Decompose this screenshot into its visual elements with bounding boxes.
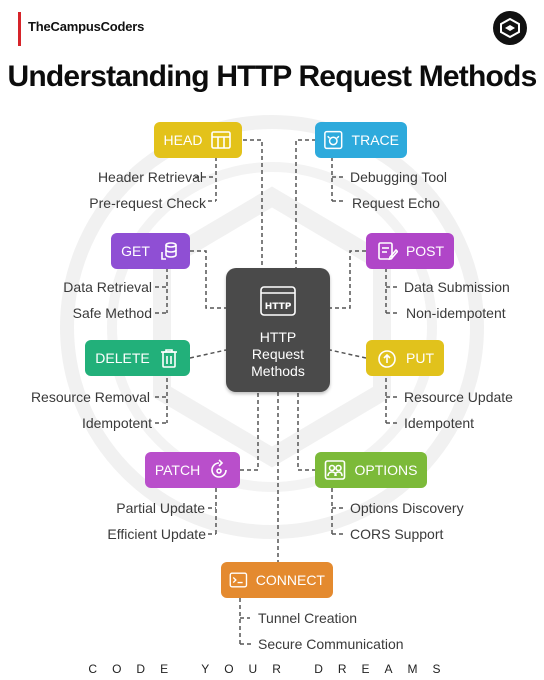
watermark-logo: [60, 115, 484, 539]
method-connect[interactable]: CONNECT: [221, 562, 333, 598]
brand-name: TheCampusCoders: [28, 19, 145, 34]
delete-item-1: Resource Removal: [30, 389, 150, 405]
bug-icon: [324, 130, 343, 150]
trash-icon: [160, 349, 177, 368]
refresh-icon: [211, 459, 227, 478]
put-item-2: Idempotent: [404, 415, 475, 431]
method-put-label: PUT: [406, 350, 434, 366]
brand-accent-bar: [18, 12, 21, 46]
brand-logo-icon: [493, 11, 527, 45]
method-get[interactable]: GET: [111, 233, 190, 269]
post-item-1: Data Submission: [404, 279, 510, 295]
hub-label: HTTP Request Methods: [251, 329, 305, 379]
trace-item-1: Debugging Tool: [350, 169, 448, 185]
get-item-2: Safe Method: [72, 305, 152, 321]
page-title: Understanding HTTP Request Methods: [7, 60, 538, 93]
users-icon: [325, 460, 346, 480]
method-get-label: GET: [121, 243, 150, 259]
method-post-label: POST: [405, 243, 445, 259]
method-delete[interactable]: DELETE: [85, 340, 190, 376]
delete-item-2: Idempotent: [81, 415, 152, 431]
trace-item-2: Request Echo: [352, 195, 440, 211]
connect-item-2: Secure Communication: [258, 636, 404, 652]
patch-item-2: Efficient Update: [107, 526, 206, 542]
method-trace[interactable]: TRACE: [315, 122, 407, 158]
method-options-label: OPTIONS: [354, 462, 418, 478]
clipboard-edit-icon: [378, 242, 398, 261]
method-post[interactable]: POST: [366, 233, 454, 269]
http-hub: HTTP HTTP Request Methods: [226, 268, 330, 392]
head-item-2: Pre-request Check: [89, 195, 206, 211]
post-item-2: Non-idempotent: [406, 305, 506, 321]
footer-tagline: CODE YOUR DREAMS: [88, 662, 456, 676]
connect-item-1: Tunnel Creation: [258, 610, 358, 626]
method-patch[interactable]: PATCH: [145, 452, 240, 488]
hub-badge: HTTP: [265, 302, 292, 312]
method-delete-label: DELETE: [95, 350, 150, 366]
method-patch-label: PATCH: [154, 462, 201, 478]
patch-item-1: Partial Update: [116, 500, 205, 516]
options-item-2: CORS Support: [350, 526, 444, 542]
method-put[interactable]: PUT: [366, 340, 444, 376]
database-icon: [161, 242, 177, 260]
table-icon: [211, 131, 232, 149]
get-item-1: Data Retrieval: [63, 279, 152, 295]
head-item-1: Header Retrieval: [97, 169, 203, 185]
put-item-1: Resource Update: [404, 389, 513, 405]
cloud-upload-icon: [378, 350, 396, 368]
method-trace-label: TRACE: [351, 132, 399, 148]
terminal-icon: [229, 572, 248, 588]
options-item-1: Options Discovery: [350, 500, 464, 516]
browser-window-icon: HTTP: [260, 286, 296, 316]
method-options[interactable]: OPTIONS: [315, 452, 427, 488]
method-head-label: HEAD: [163, 132, 203, 148]
method-connect-label: CONNECT: [255, 572, 325, 588]
method-head[interactable]: HEAD: [154, 122, 242, 158]
